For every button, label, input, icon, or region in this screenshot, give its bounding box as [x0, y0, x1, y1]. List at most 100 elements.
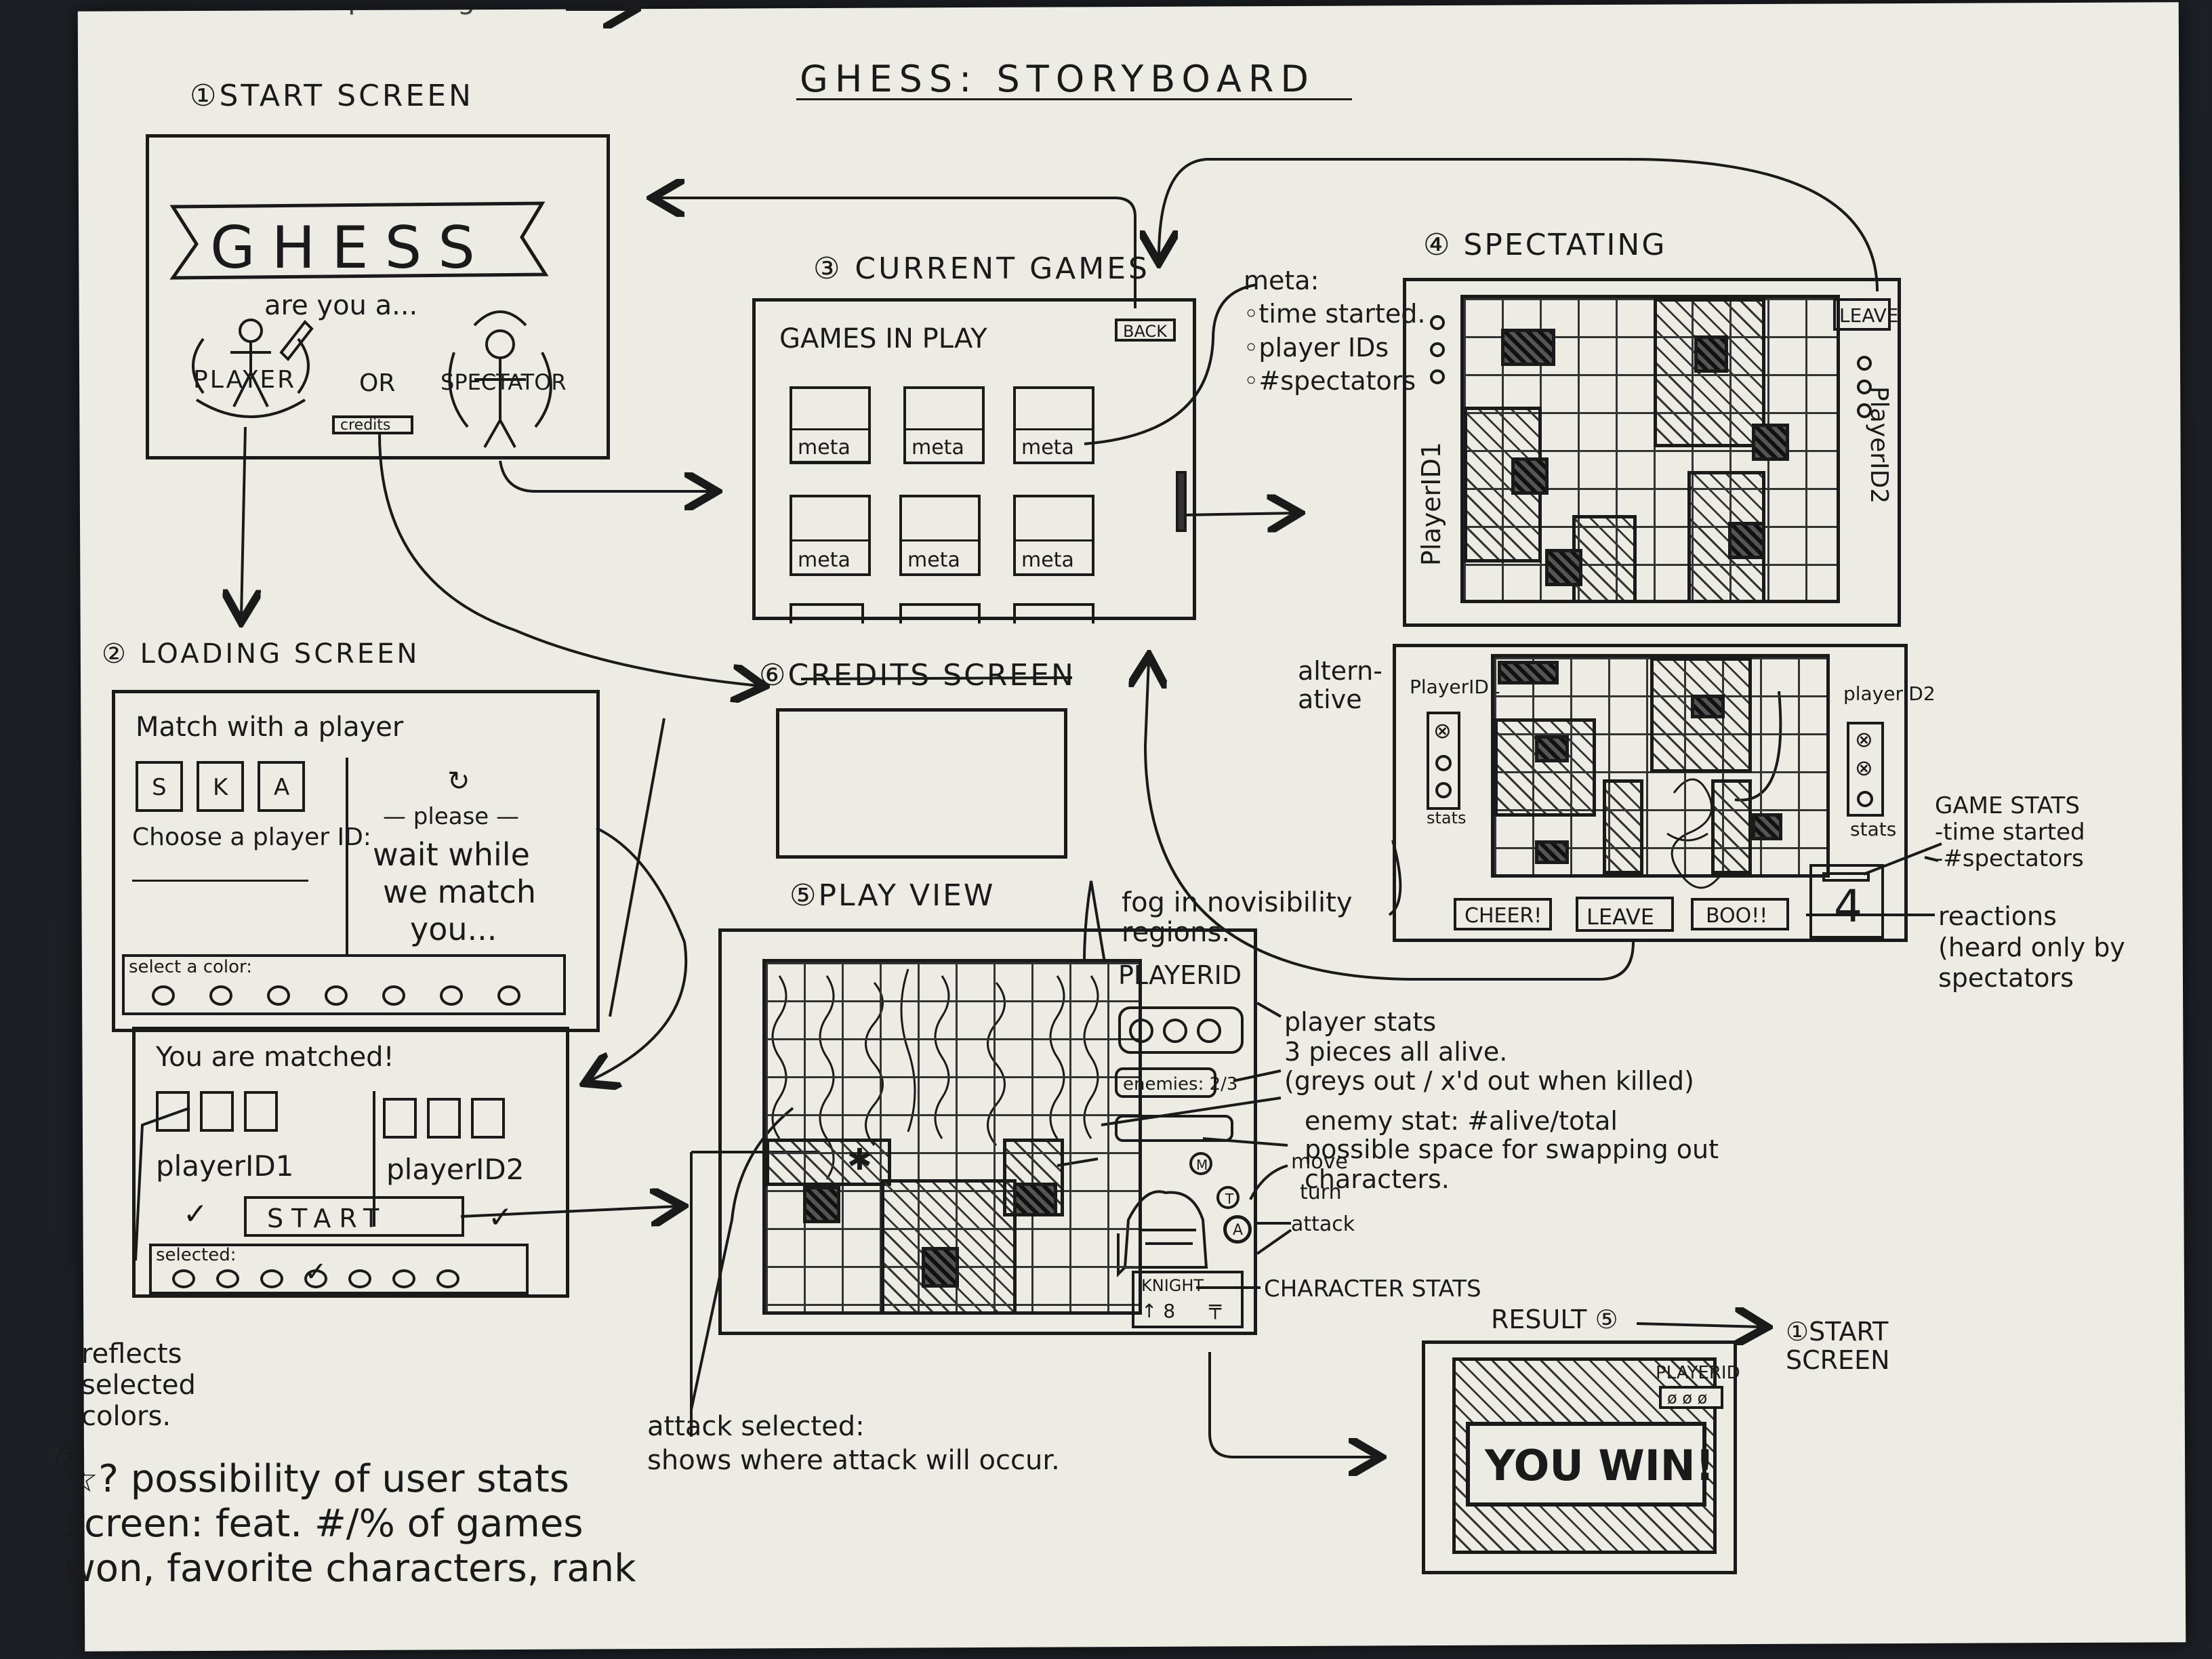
- player-piece[interactable]: [803, 1186, 840, 1223]
- color-swatch[interactable]: [325, 985, 348, 1006]
- piece-indicator: [1857, 356, 1872, 371]
- piece-indicator: [1435, 755, 1452, 771]
- spectator-option[interactable]: SPECTATOR: [441, 369, 567, 395]
- meta-note: meta: ◦time started. ◦player IDs ◦#spect…: [1244, 266, 1426, 396]
- game-tile[interactable]: meta: [1013, 495, 1094, 576]
- attack-target-icon: ✱: [847, 1143, 872, 1177]
- piece-indicator: [1197, 1019, 1221, 1043]
- alt-player2-label: playerID2: [1843, 682, 1936, 705]
- turn-button[interactable]: T: [1216, 1186, 1240, 1209]
- leave-button[interactable]: LEAVE: [1833, 298, 1899, 331]
- credits-screen-heading: ⑥CREDITS SCREEN: [759, 658, 1076, 693]
- check-player1: ✓: [183, 1197, 208, 1231]
- dead-piece-icon: ⊗: [1855, 755, 1873, 781]
- color-swatch[interactable]: [209, 985, 232, 1006]
- player-option[interactable]: PLAYER: [193, 366, 297, 394]
- select-color-label: select a color:: [129, 957, 253, 977]
- piece: [1691, 695, 1725, 718]
- checkmark-icon: ✓: [304, 1256, 327, 1288]
- you-win-banner: YOU WIN!: [1466, 1422, 1715, 1507]
- game-tile[interactable]: meta: [903, 386, 985, 464]
- swap-character-slot[interactable]: [1115, 1115, 1233, 1142]
- color-picker[interactable]: select a color:: [122, 954, 566, 1015]
- start-screen-frame: GHESS are you a... PLAYER OR SPECTATOR c…: [146, 134, 610, 459]
- spinner-icon: ↻: [447, 766, 470, 797]
- piece: [1535, 840, 1569, 864]
- scrollbar[interactable]: [1176, 471, 1187, 532]
- arrow-game-to-spectating: [1182, 513, 1294, 515]
- check-player2: ✓: [488, 1200, 513, 1235]
- are-you-prompt: are you a...: [264, 290, 418, 321]
- move-note: move: [1291, 1150, 1348, 1174]
- credits-screen-frame: [776, 708, 1067, 859]
- player2-vertical-label: PlayerID2: [1865, 386, 1893, 504]
- game-tile-meta: meta: [1021, 548, 1074, 572]
- play-view-frame: ✱ PLAYERID enemies: 2/3 M T A KNIGHT ↑ 8…: [718, 928, 1257, 1335]
- color-swatch[interactable]: [497, 985, 520, 1006]
- piece-indicator: [1430, 369, 1445, 384]
- player-stats: [1118, 1006, 1244, 1054]
- slot-box: [383, 1098, 417, 1139]
- title-underline: [796, 98, 1352, 100]
- result-frame: PLAYERID ø ø ø YOU WIN!: [1422, 1340, 1740, 1574]
- alt-leave-button[interactable]: LEAVE: [1576, 897, 1674, 932]
- piece-indicator: [1857, 791, 1873, 807]
- arrow-leave-to-games: [1159, 158, 1879, 292]
- arrow-spectator-to-games: [499, 460, 712, 491]
- alt-player1-label: PlayerID1: [1410, 676, 1501, 698]
- back-button[interactable]: BACK: [1115, 319, 1176, 342]
- color-swatch[interactable]: [152, 985, 175, 1006]
- player-piece[interactable]: [922, 1247, 959, 1288]
- game-tile[interactable]: meta: [790, 386, 871, 464]
- scribble-line-loading: [609, 718, 665, 1017]
- top-scribble: 8bit input image: [258, 0, 493, 14]
- game-tile[interactable]: meta: [899, 495, 981, 576]
- id-letter-box[interactable]: S: [136, 761, 183, 812]
- id-letter-box[interactable]: A: [258, 761, 305, 812]
- turn-note: turn: [1300, 1181, 1342, 1204]
- wait-line-1: wait while: [373, 836, 530, 873]
- arrow-playview-to-result: [1208, 1352, 1376, 1457]
- play-view-heading: ⑤PLAY VIEW: [790, 878, 996, 913]
- cheer-button[interactable]: CHEER!: [1454, 898, 1552, 930]
- move-button[interactable]: M: [1189, 1152, 1212, 1175]
- alternative-spectating-frame: PlayerID1 ⊗ stats playerID2 ⊗ ⊗ stats CH…: [1393, 644, 1936, 942]
- player-piece[interactable]: [1013, 1183, 1057, 1216]
- spectating-frame: PlayerID1 LEAVE PlayerID2: [1403, 278, 1901, 627]
- matched-title: You are matched!: [156, 1042, 394, 1073]
- enemy-count: enemies: 2/3: [1123, 1074, 1238, 1094]
- credits-button[interactable]: credits: [332, 415, 413, 434]
- result-heading: RESULT ⑤: [1491, 1305, 1618, 1334]
- color-swatch[interactable]: [267, 985, 290, 1006]
- attack-button[interactable]: A: [1223, 1215, 1252, 1244]
- piece-indicator: [1435, 782, 1452, 798]
- boo-button[interactable]: BOO!!: [1691, 898, 1789, 930]
- arrow-alt-leave-to-games: [1145, 661, 1635, 981]
- game-tile[interactable]: meta: [1013, 386, 1094, 464]
- start-button[interactable]: START: [244, 1196, 464, 1237]
- you-win-text: YOU WIN!: [1485, 1441, 1715, 1490]
- piece: [1752, 424, 1789, 461]
- reflects-note: reflects selected colors.: [81, 1338, 196, 1432]
- player-id-label: PLAYERID: [1118, 960, 1242, 990]
- id-input-line[interactable]: [132, 880, 308, 882]
- id-letter-box[interactable]: K: [197, 761, 244, 812]
- dead-piece-icon: ⊗: [1855, 726, 1873, 752]
- piece-indicator: [1430, 342, 1445, 357]
- player2-label: playerID2: [386, 1153, 525, 1186]
- game-stats-note: GAME STATS -time started -#spectators: [1935, 792, 2085, 873]
- game-tile-meta: meta: [907, 548, 960, 572]
- slot-box: [244, 1091, 278, 1132]
- alt-leave-button-label: LEAVE: [1586, 904, 1654, 930]
- slot-box: [471, 1098, 505, 1139]
- player2-stats: ⊗ ⊗: [1847, 722, 1884, 817]
- color-swatch[interactable]: [382, 985, 405, 1006]
- color-swatch[interactable]: [440, 985, 463, 1006]
- color-swatch: [436, 1269, 459, 1288]
- user-stats-number: ⑦: [54, 1441, 83, 1477]
- game-tile-meta: meta: [1021, 436, 1074, 459]
- game-tile[interactable]: meta: [790, 495, 871, 576]
- arrow-credits-to-credits-screen: [378, 433, 759, 686]
- spectating-board: [1460, 295, 1840, 603]
